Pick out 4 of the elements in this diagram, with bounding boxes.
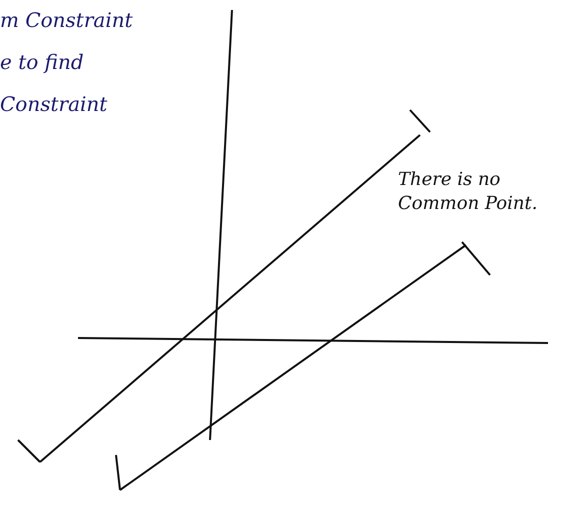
note-text: m Constraint	[0, 8, 133, 32]
note-text: e to find	[0, 50, 84, 74]
note-text: Constraint	[0, 92, 108, 116]
note-text: There is no Common Point.	[398, 168, 538, 216]
